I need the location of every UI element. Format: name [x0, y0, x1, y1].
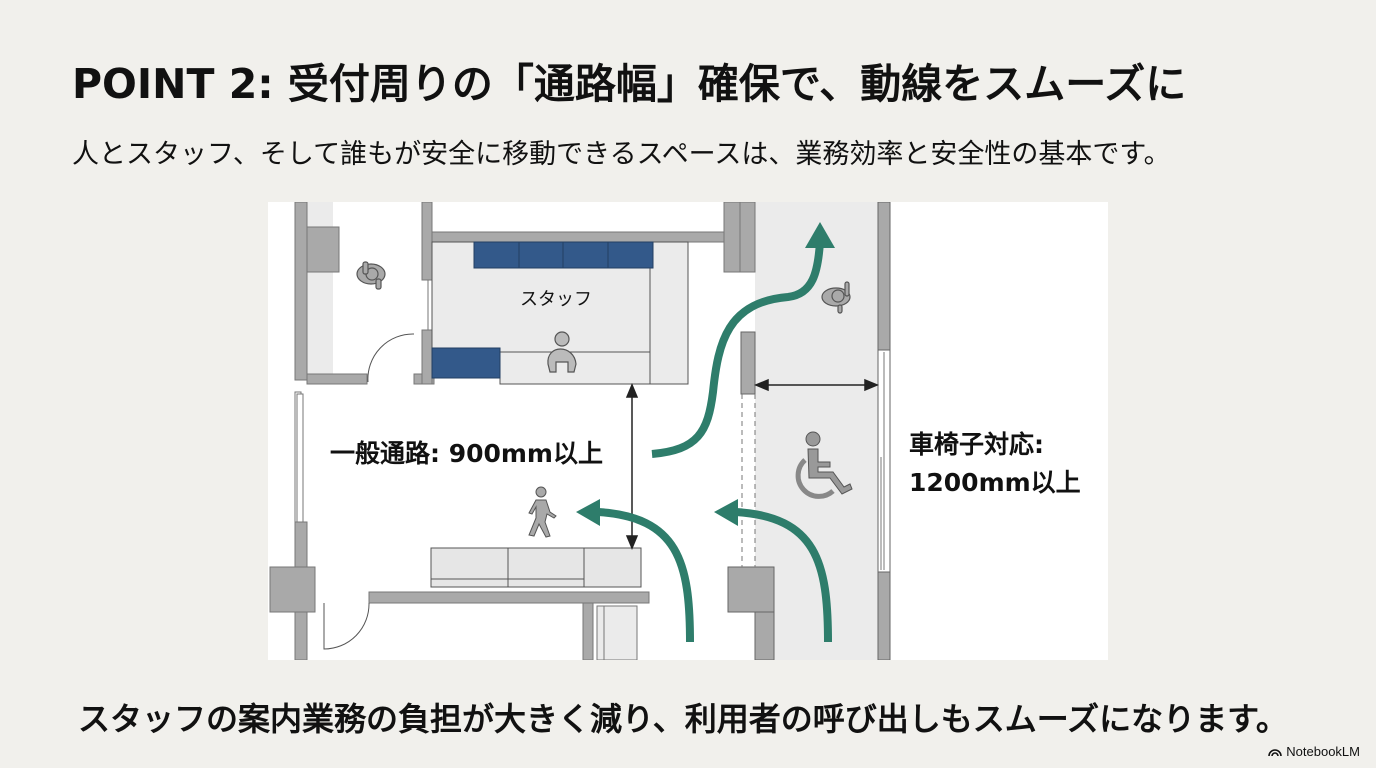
slide-title: POINT 2: 受付周りの「通路幅」確保で、動線をスムーズに [72, 60, 1187, 108]
slide-footer: スタッフの案内業務の負担が大きく減り、利用者の呼び出しもスムーズになります。 [78, 700, 1288, 738]
notebooklm-logo-icon [1268, 749, 1283, 757]
left-wall [269, 202, 368, 660]
slide-subtitle: 人とスタッフ、そして誰もが安全に移動できるスペースは、業務効率と安全性の基本です… [72, 139, 1171, 170]
staff-area-label: スタッフ [520, 289, 592, 310]
floor-plan-drawing [269, 202, 891, 660]
flow-arrow-icon [597, 241, 832, 643]
waiting-bench [430, 547, 642, 588]
staff-person-icon [547, 331, 577, 373]
floor-plan-diagram: スタッフ 一般通路: 900mm以上 車椅子対応: 1200mm以上 [268, 202, 1108, 660]
walking-person-icon [528, 486, 557, 538]
brand-name: NotebookLM [1286, 744, 1360, 759]
wheelchair-label-line2: 1200mm以上 [909, 468, 1081, 497]
general-passage-label: 一般通路: 900mm以上 [330, 439, 603, 468]
reception-counter-blue [431, 241, 654, 379]
person-topview-icon [356, 261, 386, 290]
person-topview-corridor-icon [821, 281, 851, 314]
wheelchair-icon [795, 431, 853, 499]
wheelchair-passage-label: 車椅子対応: 1200mm以上 [909, 426, 1081, 502]
brand-watermark: NotebookLM [1268, 744, 1360, 759]
wheelchair-label-line1: 車椅子対応: [909, 430, 1044, 459]
